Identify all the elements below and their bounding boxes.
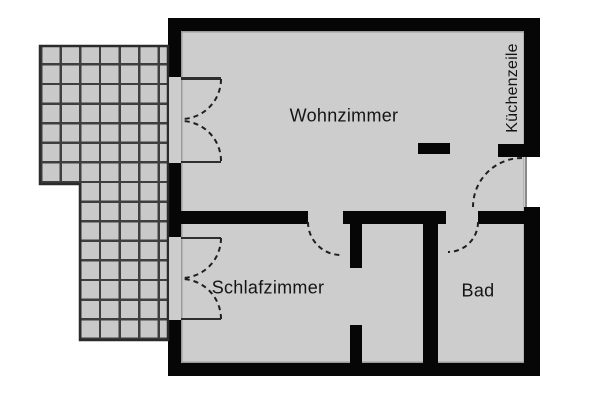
wohnzimmer-label: Wohnzimmer bbox=[289, 105, 399, 126]
wohnzimmer-door-leaf-bottom bbox=[181, 160, 221, 163]
wall-exterior-left-upper bbox=[168, 31, 181, 77]
wall-exterior-right-lower bbox=[524, 207, 540, 376]
schlafzimmer-door-leaf-bottom bbox=[181, 317, 221, 320]
wall-bad-left bbox=[423, 224, 438, 363]
wohnzimmer-door-leaf-top bbox=[181, 77, 221, 80]
wall-divider-middle bbox=[343, 211, 446, 224]
kuechenzeile-label: Küchenzeile bbox=[504, 43, 521, 133]
bad-label: Bad bbox=[461, 280, 495, 301]
interior-floor bbox=[181, 31, 525, 363]
wall-divider-right bbox=[478, 211, 524, 224]
wohnzimmer-door-opening bbox=[170, 77, 181, 163]
wall-schlafzimmer-right-upper bbox=[350, 224, 362, 268]
wall-exterior-bottom bbox=[168, 363, 540, 376]
schlafzimmer-door-opening bbox=[170, 237, 181, 320]
terrace-tiles bbox=[40, 46, 168, 340]
wall-schlafzimmer-right-lower bbox=[350, 325, 362, 363]
column-stub bbox=[418, 143, 450, 154]
schlafzimmer-label: Schlafzimmer bbox=[211, 277, 325, 298]
wall-kitchen-stub bbox=[498, 144, 524, 157]
wall-exterior-right-upper bbox=[524, 18, 540, 157]
wall-divider-left bbox=[181, 211, 308, 224]
wall-exterior-left-lower bbox=[168, 320, 181, 363]
wall-exterior-left-middle bbox=[168, 163, 181, 237]
wall-exterior-top bbox=[168, 18, 540, 31]
schlafzimmer-door-leaf-top bbox=[181, 236, 221, 239]
entrance-threshold bbox=[525, 157, 527, 207]
